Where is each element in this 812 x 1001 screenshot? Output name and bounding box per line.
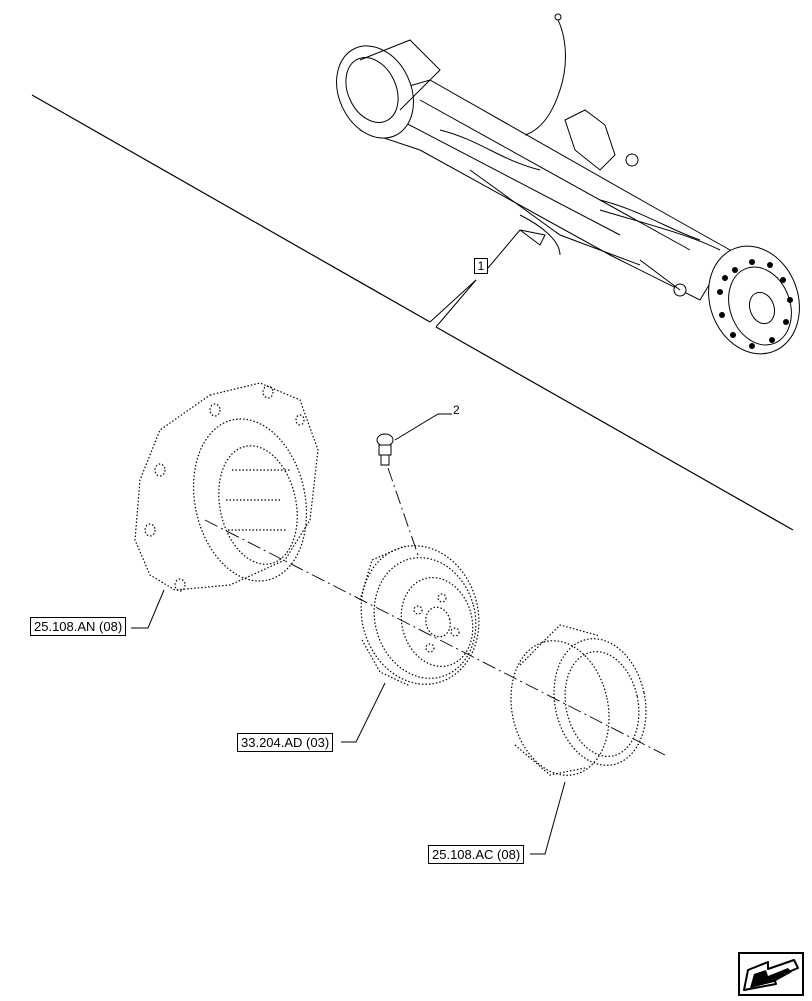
callout-1-leader <box>429 229 521 328</box>
leader-lines <box>131 413 566 855</box>
ring-gear <box>510 624 647 776</box>
ref-planet-carrier[interactable]: 25.108.AN (08) <box>30 617 127 636</box>
callout-2-label: 2 <box>453 403 460 417</box>
planet-carrier <box>134 382 319 592</box>
callout-1-label: 1 <box>474 258 488 274</box>
grease-fitting <box>376 433 394 466</box>
assembly-axis <box>204 467 666 756</box>
section-separator <box>31 94 794 531</box>
ref-ring-gear[interactable]: 25.108.AC (08) <box>428 845 525 864</box>
arrow-icon[interactable] <box>738 952 804 996</box>
gear <box>359 545 480 687</box>
axle-assembly <box>336 13 800 355</box>
ref-gear[interactable]: 33.204.AD (03) <box>237 733 334 752</box>
